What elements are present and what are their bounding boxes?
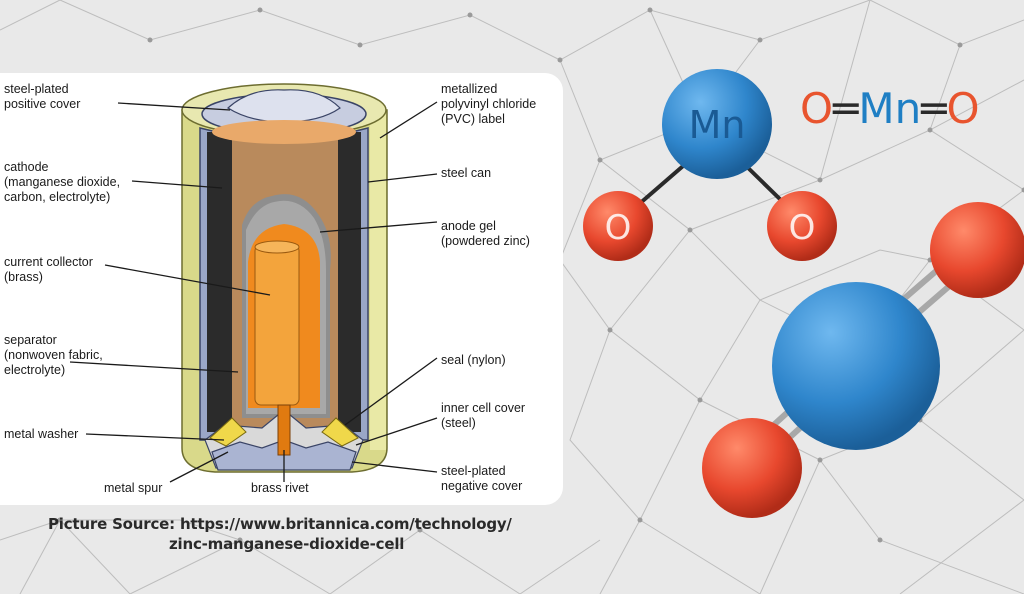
formula-double-bond-2: ═ (921, 84, 947, 133)
picture-source-caption: Picture Source: https://www.britannica.c… (48, 514, 512, 554)
metal-washer-shape (209, 417, 247, 447)
bond-line-left (636, 158, 692, 207)
formula-oxygen-left: O (800, 84, 834, 133)
oxygen-atom-right (767, 191, 837, 261)
oxygen-atom-left (583, 191, 653, 261)
oxygen-atom-right-label: O (789, 208, 816, 248)
3d-manganese-atom (772, 282, 940, 450)
label-current-collector: current collector(brass) (4, 255, 93, 284)
formula-oxygen-right: O (946, 84, 980, 133)
source-line-2: zinc-manganese-dioxide-cell (169, 535, 405, 553)
label-anode-gel: anode gel(powdered zinc) (441, 219, 530, 248)
structural-formula: O═Mn═O (800, 84, 980, 134)
3d-oxygen-atom-bottom (702, 418, 802, 518)
formula-double-bond-1: ═ (833, 84, 859, 133)
label-steel-can: steel can (441, 166, 492, 180)
label-seal: seal (nylon) (441, 353, 506, 367)
label-inner-cover: inner cell cover(steel) (441, 401, 526, 430)
label-metal-spur: metal spur (104, 481, 163, 495)
formula-manganese: Mn (858, 84, 922, 133)
3d-oxygen-atom-top (930, 202, 1024, 298)
label-brass-rivet: brass rivet (251, 481, 309, 495)
oxygen-atom-left-label: O (605, 208, 632, 248)
label-cathode: cathode(manganese dioxide,carbon, electr… (4, 160, 121, 204)
source-line-1: Picture Source: https://www.britannica.c… (48, 515, 512, 533)
manganese-atom-label: Mn (689, 103, 746, 147)
label-separator: separator(nonwoven fabric,electrolyte) (4, 333, 103, 377)
manganese-atom (662, 69, 772, 179)
label-metal-washer: metal washer (4, 427, 79, 441)
